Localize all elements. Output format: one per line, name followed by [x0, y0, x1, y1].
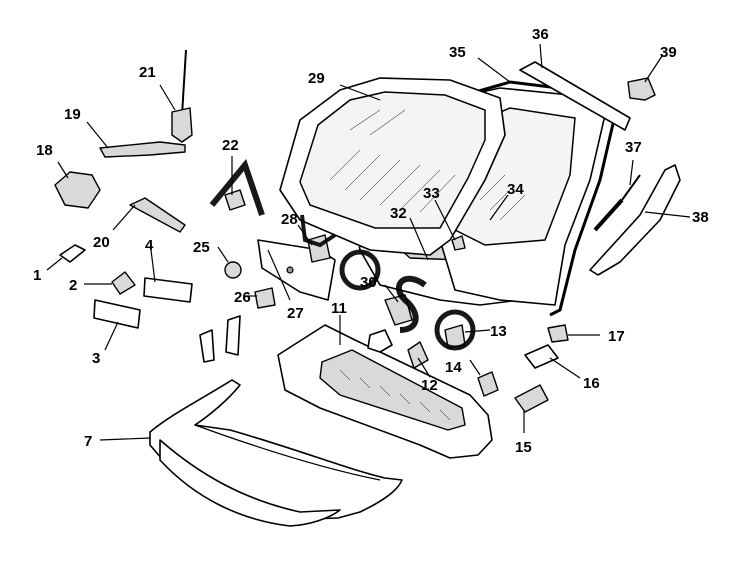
bracket-39-part [627, 77, 656, 101]
plate-4-part [143, 277, 193, 303]
callout-21: 21 [139, 64, 156, 81]
callout-14: 14 [445, 359, 462, 376]
plate-3-part [93, 299, 141, 329]
callout-18: 18 [36, 142, 53, 159]
callout-2: 2 [69, 277, 77, 294]
callout-22: 22 [222, 137, 239, 154]
latch-unlabeled-part [367, 329, 393, 353]
callout-38: 38 [692, 209, 709, 226]
seal-part [464, 80, 617, 317]
callout-7: 7 [84, 433, 92, 450]
wiper-blade-part [129, 197, 186, 233]
callout-4: 4 [145, 237, 154, 254]
callout-20: 20 [93, 234, 110, 251]
callout-11: 11 [331, 300, 347, 317]
antenna-part [171, 49, 193, 143]
bracket-22-part [224, 189, 246, 211]
leader-lines [46, 43, 691, 441]
trim-strip-part [589, 164, 681, 276]
gas-strut-part [593, 174, 641, 232]
lamp-17-part [547, 324, 569, 343]
callout-15: 15 [515, 439, 532, 456]
lamp-14-part [477, 371, 499, 397]
callout-13: 13 [490, 323, 507, 340]
callout-3: 3 [92, 350, 100, 367]
callout-37: 37 [625, 139, 642, 156]
wiper-motor-part [54, 171, 101, 209]
hinge-right-part [225, 315, 241, 356]
latch-12-part [407, 341, 429, 369]
callout-36: 36 [532, 26, 549, 43]
lamp-16-part [524, 344, 559, 369]
callout-27: 27 [287, 305, 304, 322]
callout-29: 29 [308, 70, 325, 87]
callout-labels: 1 2 3 4 7 11 12 13 14 15 16 17 18 19 20 … [33, 26, 709, 456]
callout-12: 12 [421, 377, 438, 394]
rear-window-part [279, 77, 506, 256]
lamp-15-part [514, 384, 549, 413]
callout-25: 25 [193, 239, 210, 256]
callout-17: 17 [608, 328, 625, 345]
holder-2-part [111, 271, 136, 295]
callout-34: 34 [507, 181, 524, 198]
bracket-26-part [254, 287, 276, 309]
hinge-left-part [199, 329, 215, 363]
callout-33: 33 [423, 185, 440, 202]
clip-1-part [59, 244, 86, 263]
callout-26: 26 [234, 289, 251, 306]
wiper-arm-part [99, 141, 186, 158]
cap-part [224, 261, 242, 279]
callout-39: 39 [660, 44, 677, 61]
callout-32: 32 [390, 205, 407, 222]
rear-bumper-part [277, 324, 493, 459]
strip-36-part [519, 61, 631, 131]
rear-spoiler-part [149, 379, 403, 527]
callout-19: 19 [64, 106, 81, 123]
callout-30: 30 [360, 274, 377, 291]
callout-35: 35 [449, 44, 466, 61]
callout-16: 16 [583, 375, 600, 392]
callout-1: 1 [33, 267, 41, 284]
callout-28: 28 [281, 211, 298, 228]
watermark [209, 158, 476, 351]
